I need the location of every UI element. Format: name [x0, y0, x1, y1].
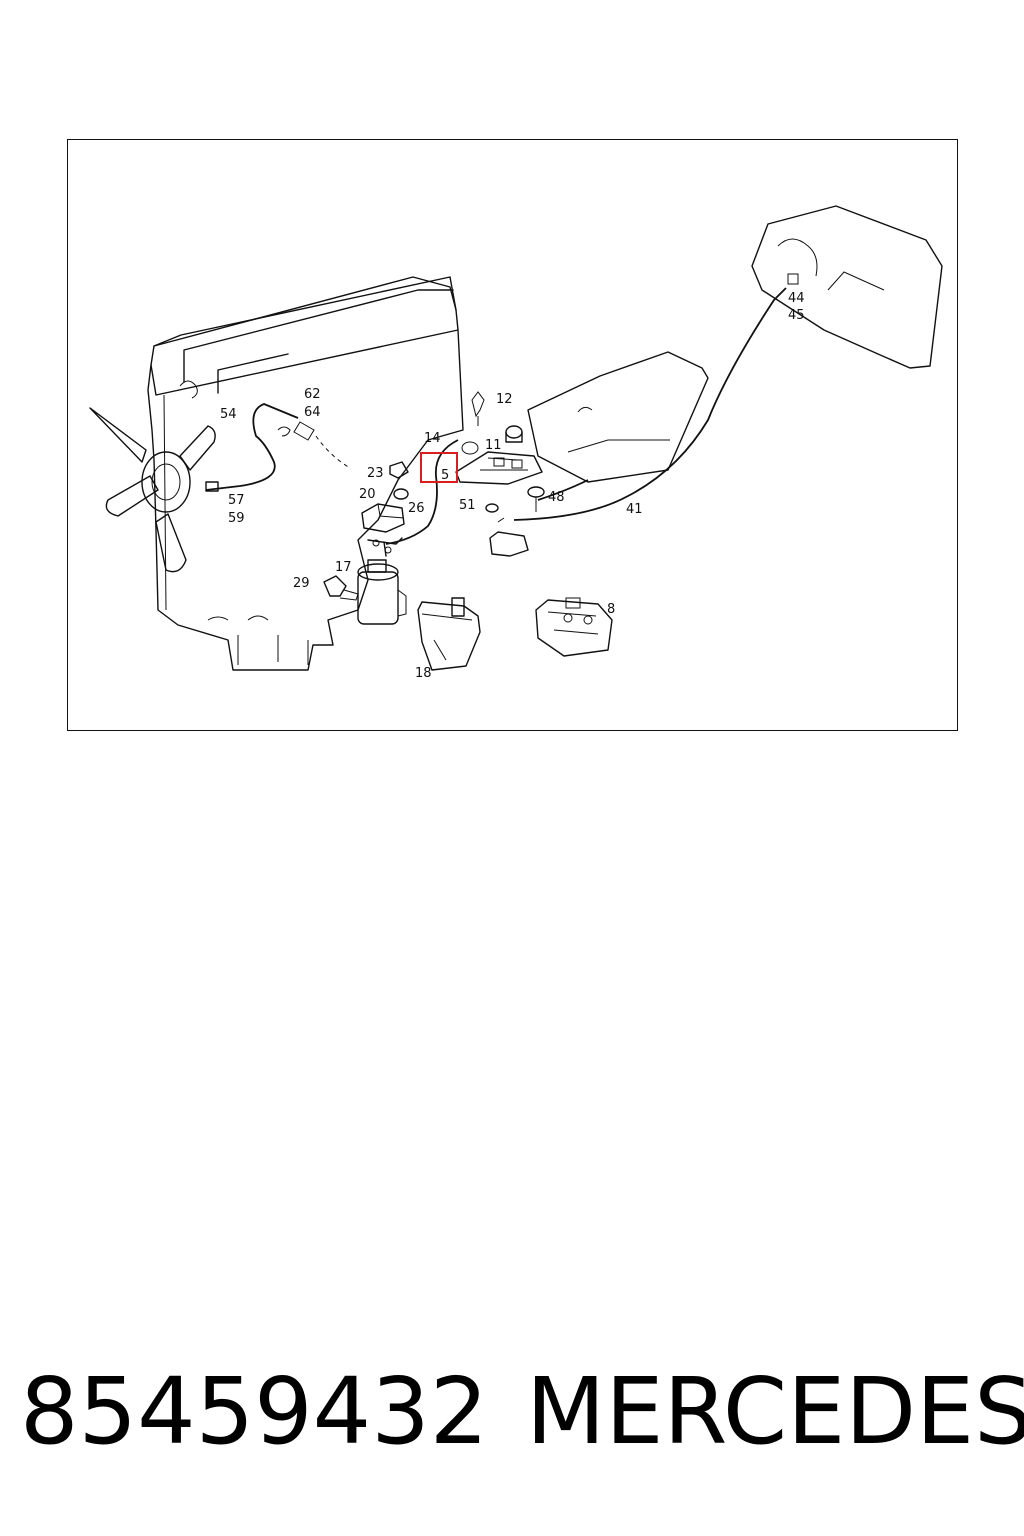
- callout-17: 17: [335, 560, 352, 575]
- callout-54: 54: [220, 407, 237, 422]
- callout-14: 14: [424, 431, 441, 446]
- callout-5: 5: [441, 468, 449, 483]
- callout-29: 29: [293, 576, 310, 591]
- parts-diagram: 54 62 64 57 59 12 14 11 5 23 20 26 51 48…: [67, 139, 958, 731]
- cable-41: [513, 287, 787, 521]
- callout-11: 11: [485, 438, 502, 453]
- callout-18: 18: [415, 666, 432, 681]
- screw-48: [527, 486, 545, 512]
- callout-8: 8: [607, 602, 615, 617]
- callout-41: 41: [626, 502, 643, 517]
- callout-12: 12: [496, 392, 513, 407]
- callout-48: 48: [548, 490, 565, 505]
- callout-labels: 54 62 64 57 59 12 14 11 5 23 20 26 51 48…: [220, 291, 805, 681]
- callout-26: 26: [408, 501, 425, 516]
- callout-62: 62: [304, 387, 321, 402]
- washer-26: [393, 488, 409, 500]
- callout-highlight-5: [420, 452, 458, 483]
- sensor-51: [485, 503, 529, 557]
- relay-box-5: [455, 391, 543, 485]
- callout-20: 20: [359, 487, 376, 502]
- callout-59: 59: [228, 511, 245, 526]
- callout-57: 57: [228, 493, 245, 508]
- relay-20: [361, 503, 405, 533]
- sensor-29: [323, 575, 359, 601]
- callout-51: 51: [459, 498, 476, 513]
- switch-unit-18: [417, 597, 481, 671]
- callout-44: 44: [788, 291, 805, 306]
- callout-23: 23: [367, 466, 384, 481]
- callout-45: 45: [788, 308, 805, 323]
- footer-part-number: 85459432: [20, 1358, 489, 1465]
- engine-fan: [89, 407, 216, 573]
- fuse-box: [527, 351, 709, 483]
- bracket-26: [367, 439, 459, 557]
- engine-block: [147, 276, 464, 671]
- callout-64: 64: [304, 405, 321, 420]
- nut-23: [389, 461, 409, 479]
- instrument-cluster: [751, 205, 943, 369]
- ignition-coil-17: [357, 559, 407, 625]
- control-unit-8: [535, 597, 613, 657]
- wiring-harness-54: [205, 403, 351, 492]
- footer-brand: MERCEDES: [526, 1358, 1024, 1465]
